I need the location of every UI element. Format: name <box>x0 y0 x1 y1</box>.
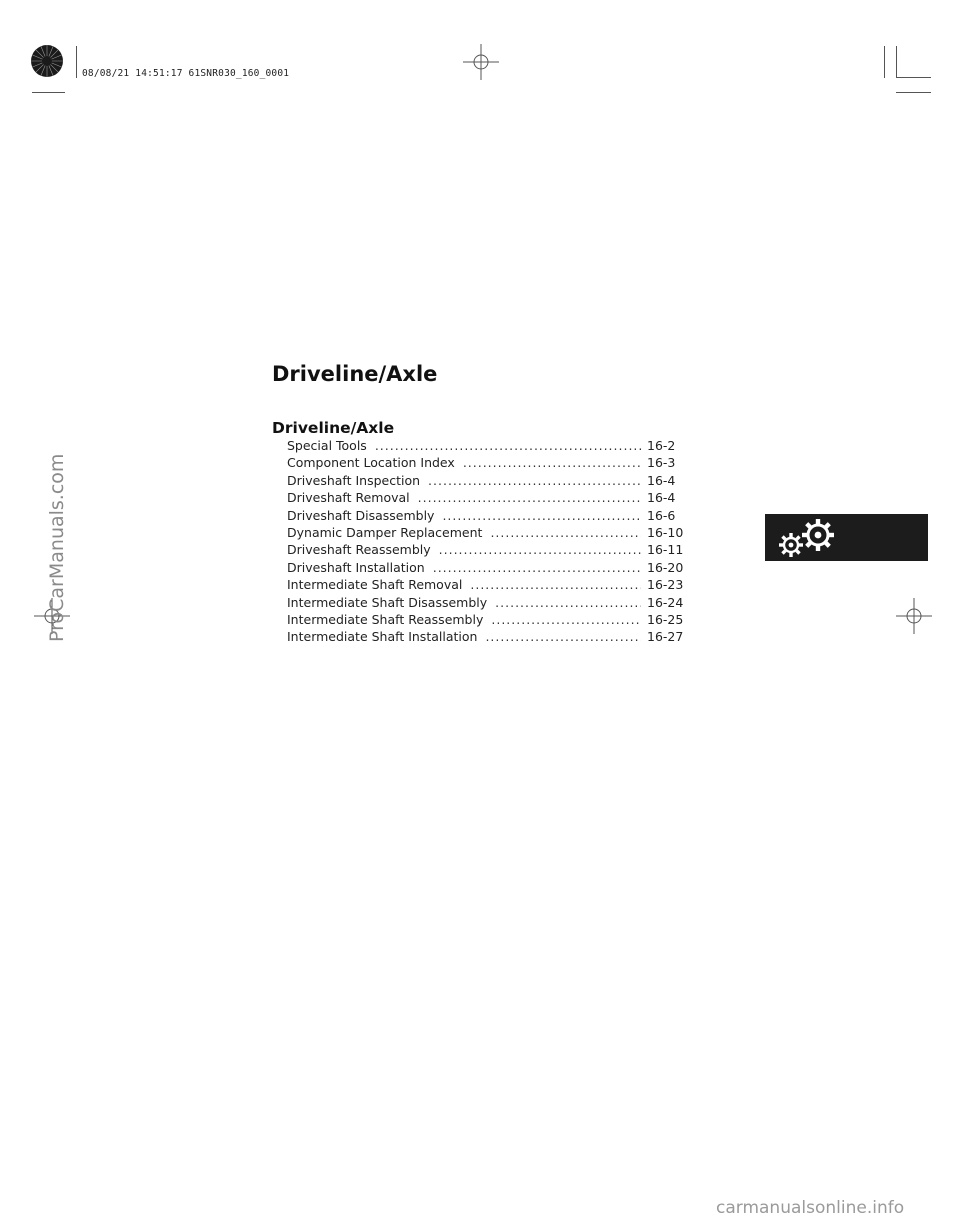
toc-entry-label: Driveshaft Reassembly <box>287 542 431 558</box>
toc-entry-page: 16-10 <box>647 524 684 540</box>
toc-entry-page: 16-24 <box>647 594 684 610</box>
toc-entry[interactable]: Intermediate Shaft Removal 16-23 <box>287 577 687 594</box>
toc-entry-label: Intermediate Shaft Disassembly <box>287 594 488 610</box>
crop-line <box>896 46 897 78</box>
toc-entry-label: Driveshaft Removal <box>287 490 410 506</box>
toc-entry[interactable]: Intermediate Shaft Reassembly 16-25 <box>287 612 687 629</box>
toc-leader-dots <box>495 595 641 610</box>
toc-entry[interactable]: Intermediate Shaft Disassembly 16-24 <box>287 595 687 612</box>
toc-entry-page: 16-6 <box>647 507 676 523</box>
registration-cross-icon <box>463 44 499 80</box>
toc-entry-page: 16-23 <box>647 577 684 593</box>
toc-entry-page: 16-4 <box>647 472 676 488</box>
toc-entry-label: Driveshaft Disassembly <box>287 507 435 523</box>
toc-entry[interactable]: Component Location Index 16-3 <box>287 455 687 472</box>
toc-leader-dots <box>418 490 641 505</box>
toc-entry-label: Intermediate Shaft Installation <box>287 629 478 645</box>
crop-line <box>76 46 77 78</box>
crop-line <box>32 92 65 93</box>
toc-entry-label: Component Location Index <box>287 455 455 471</box>
toc-entry-label: Driveshaft Installation <box>287 559 425 575</box>
footer-watermark: carmanualsonline.info <box>716 1198 905 1218</box>
toc-leader-dots <box>428 473 641 488</box>
toc-entry-page: 16-27 <box>647 629 684 645</box>
toc-leader-dots <box>439 542 641 557</box>
toc-heading: Driveline/Axle <box>272 419 395 437</box>
side-watermark: ProCarManuals.com <box>46 453 68 642</box>
toc-leader-dots <box>485 629 641 644</box>
section-tab <box>765 514 928 561</box>
registration-disk-icon <box>31 45 63 77</box>
toc-entry-page: 16-25 <box>647 611 684 627</box>
registration-cross-icon <box>896 598 932 634</box>
toc-entry-page: 16-2 <box>647 438 676 453</box>
toc-entry[interactable]: Driveshaft Installation 16-20 <box>287 560 687 577</box>
toc-entry-page: 16-3 <box>647 455 676 471</box>
toc-leader-dots <box>433 560 641 575</box>
toc-entry-label: Intermediate Shaft Removal <box>287 577 463 593</box>
toc-entry[interactable]: Driveshaft Removal 16-4 <box>287 490 687 507</box>
crop-line <box>896 77 931 78</box>
toc-leader-dots <box>491 612 641 627</box>
registration-cross-icon <box>34 598 70 634</box>
toc-entry[interactable]: Driveshaft Disassembly 16-6 <box>287 508 687 525</box>
toc-entry-label: Intermediate Shaft Reassembly <box>287 611 484 627</box>
toc-leader-dots <box>470 577 641 592</box>
toc-entry[interactable]: Driveshaft Reassembly 16-11 <box>287 542 687 559</box>
gears-icon <box>779 519 834 557</box>
crop-line <box>884 46 885 78</box>
toc-leader-dots <box>375 438 641 453</box>
toc-leader-dots <box>490 525 641 540</box>
toc-entry-label: Special Tools <box>287 438 367 453</box>
toc-entry[interactable]: Special Tools 16-2 <box>287 438 687 455</box>
toc-leader-dots <box>463 455 641 470</box>
toc-entry-page: 16-20 <box>647 559 684 575</box>
toc-entry-page: 16-11 <box>647 542 684 558</box>
toc-entry-page: 16-4 <box>647 490 676 506</box>
toc-entry-label: Dynamic Damper Replacement <box>287 524 483 540</box>
toc-entry[interactable]: Dynamic Damper Replacement 16-10 <box>287 525 687 542</box>
print-stamp: 08/08/21 14:51:17 61SNR030_160_0001 <box>82 68 290 79</box>
toc-entry[interactable]: Driveshaft Inspection 16-4 <box>287 473 687 490</box>
toc-entry-label: Driveshaft Inspection <box>287 472 421 488</box>
toc-entry[interactable]: Intermediate Shaft Installation 16-27 <box>287 629 687 646</box>
toc-leader-dots <box>442 508 641 523</box>
crop-line <box>896 92 931 93</box>
page-title: Driveline/Axle <box>272 362 438 386</box>
